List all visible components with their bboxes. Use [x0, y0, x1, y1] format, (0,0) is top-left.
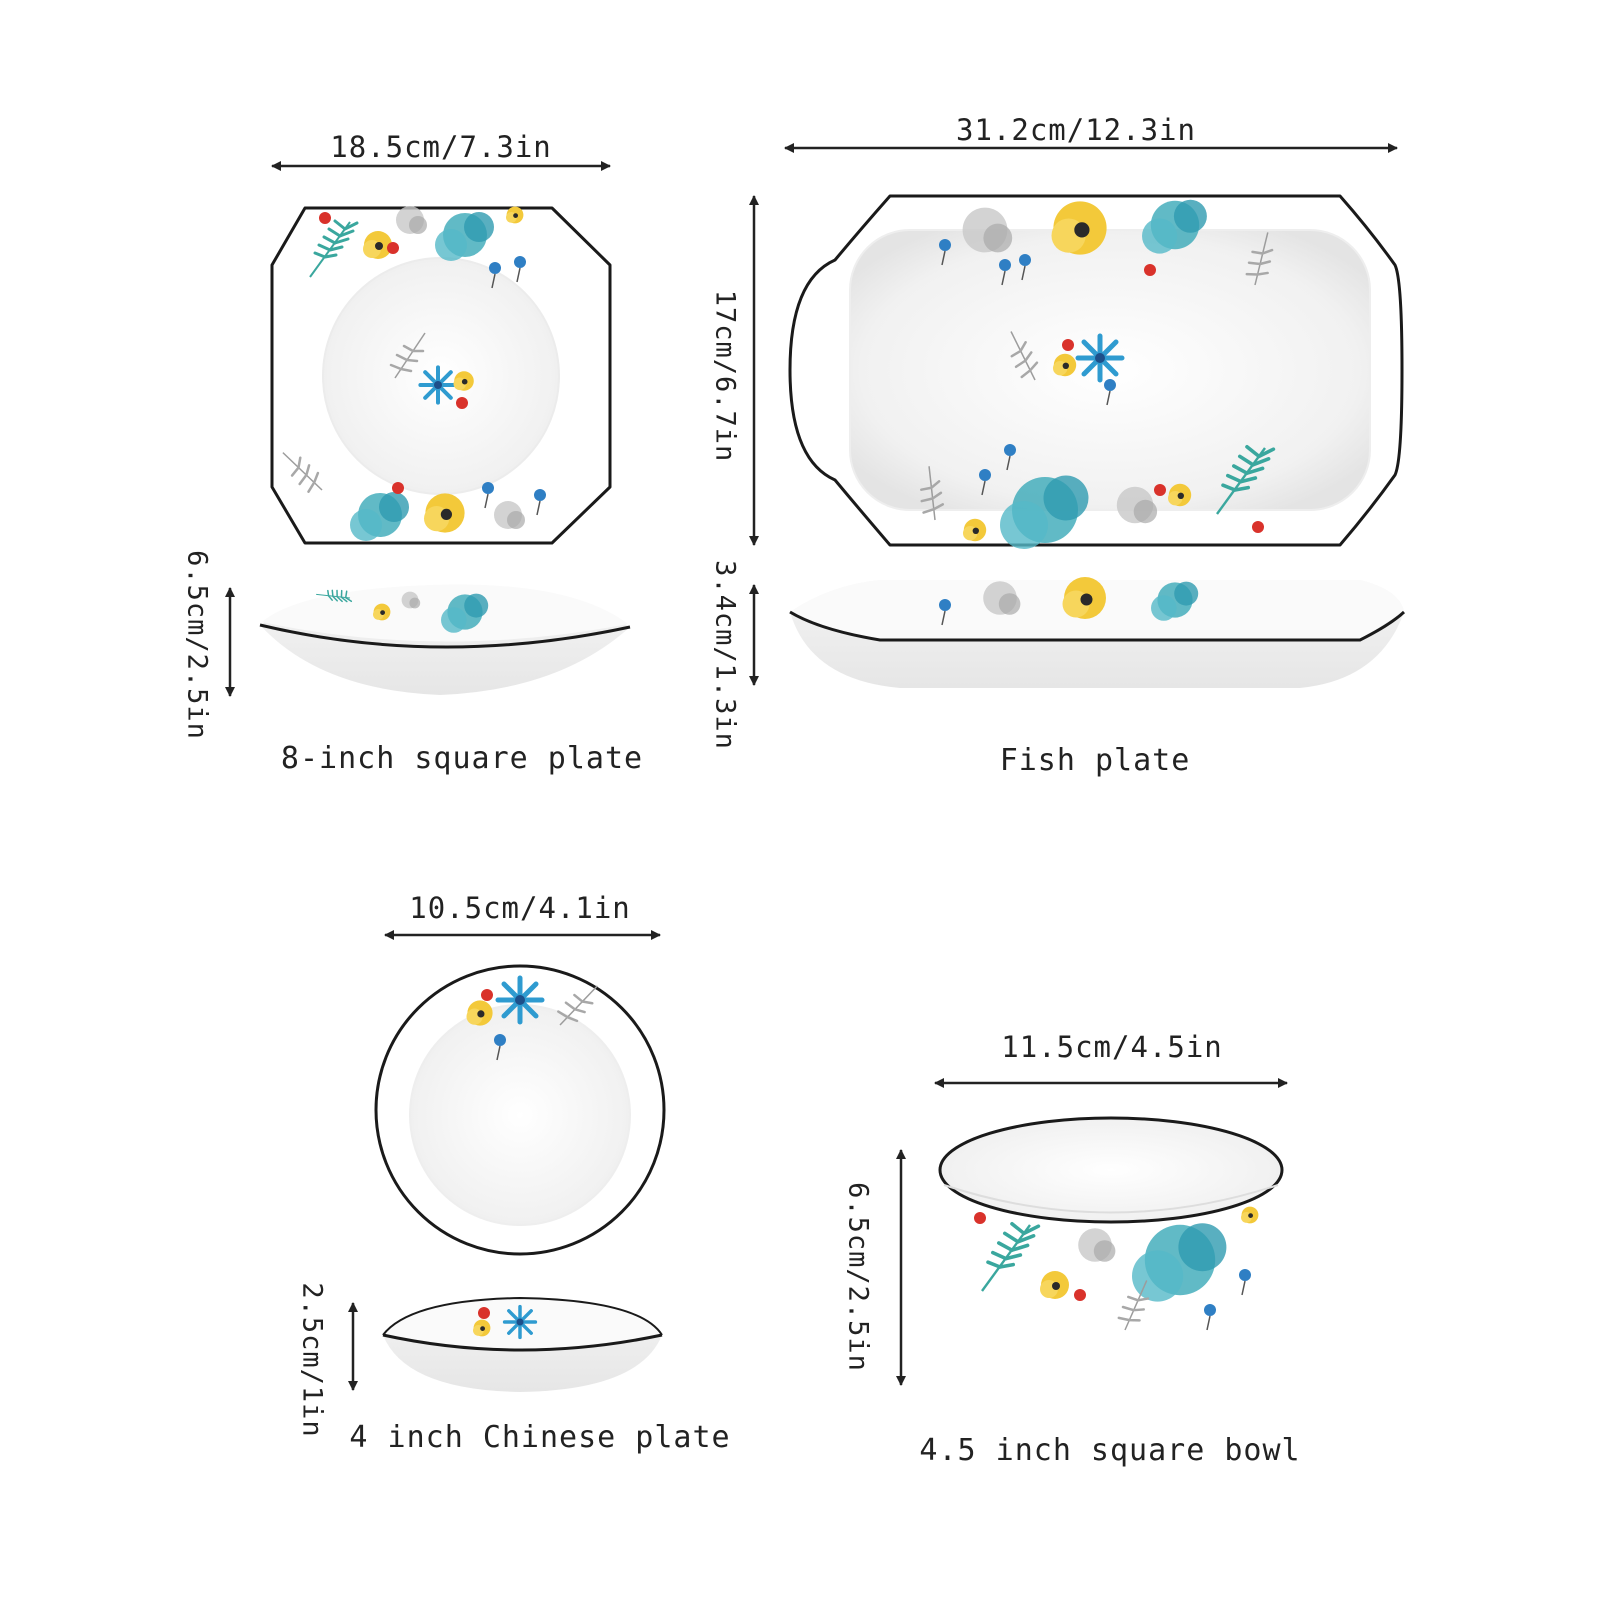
- square-bowl-width-label: 11.5cm/4.5in: [1001, 1030, 1223, 1064]
- chinese-plate-side-view: [382, 1296, 663, 1392]
- chinese-plate-title: 4 inch Chinese plate: [349, 1420, 731, 1455]
- fish-plate-title: Fish plate: [999, 743, 1191, 778]
- fish-plate-top-view: [788, 194, 1404, 549]
- square-plate-width-label: 18.5cm/7.3in: [330, 130, 552, 164]
- square-bowl-height-label: 6.5cm/2.5in: [842, 1182, 874, 1372]
- chinese-plate-width-label: 10.5cm/4.1in: [409, 891, 631, 925]
- fish-plate-height-label: 3.4cm/1.3in: [709, 560, 741, 750]
- fish-plate-width-label: 31.2cm/12.3in: [956, 113, 1196, 147]
- square-bowl-view: [938, 1116, 1284, 1390]
- fish-plate-length-label: 17cm/6.7in: [709, 289, 741, 463]
- square-plate-title: 8-inch square plate: [280, 741, 644, 776]
- square-bowl-title: 4.5 inch square bowl: [919, 1433, 1301, 1468]
- chinese-plate-top-view: [374, 964, 666, 1256]
- square-plate-height-label: 6.5cm/2.5in: [181, 550, 213, 740]
- fish-plate-side-view: [789, 577, 1406, 688]
- dimension-arrows: [225, 143, 1398, 1391]
- square-plate-top-view: [270, 206, 612, 545]
- chinese-plate-height-label: 2.5cm/1in: [296, 1282, 328, 1438]
- square-plate-side-view: [259, 579, 631, 695]
